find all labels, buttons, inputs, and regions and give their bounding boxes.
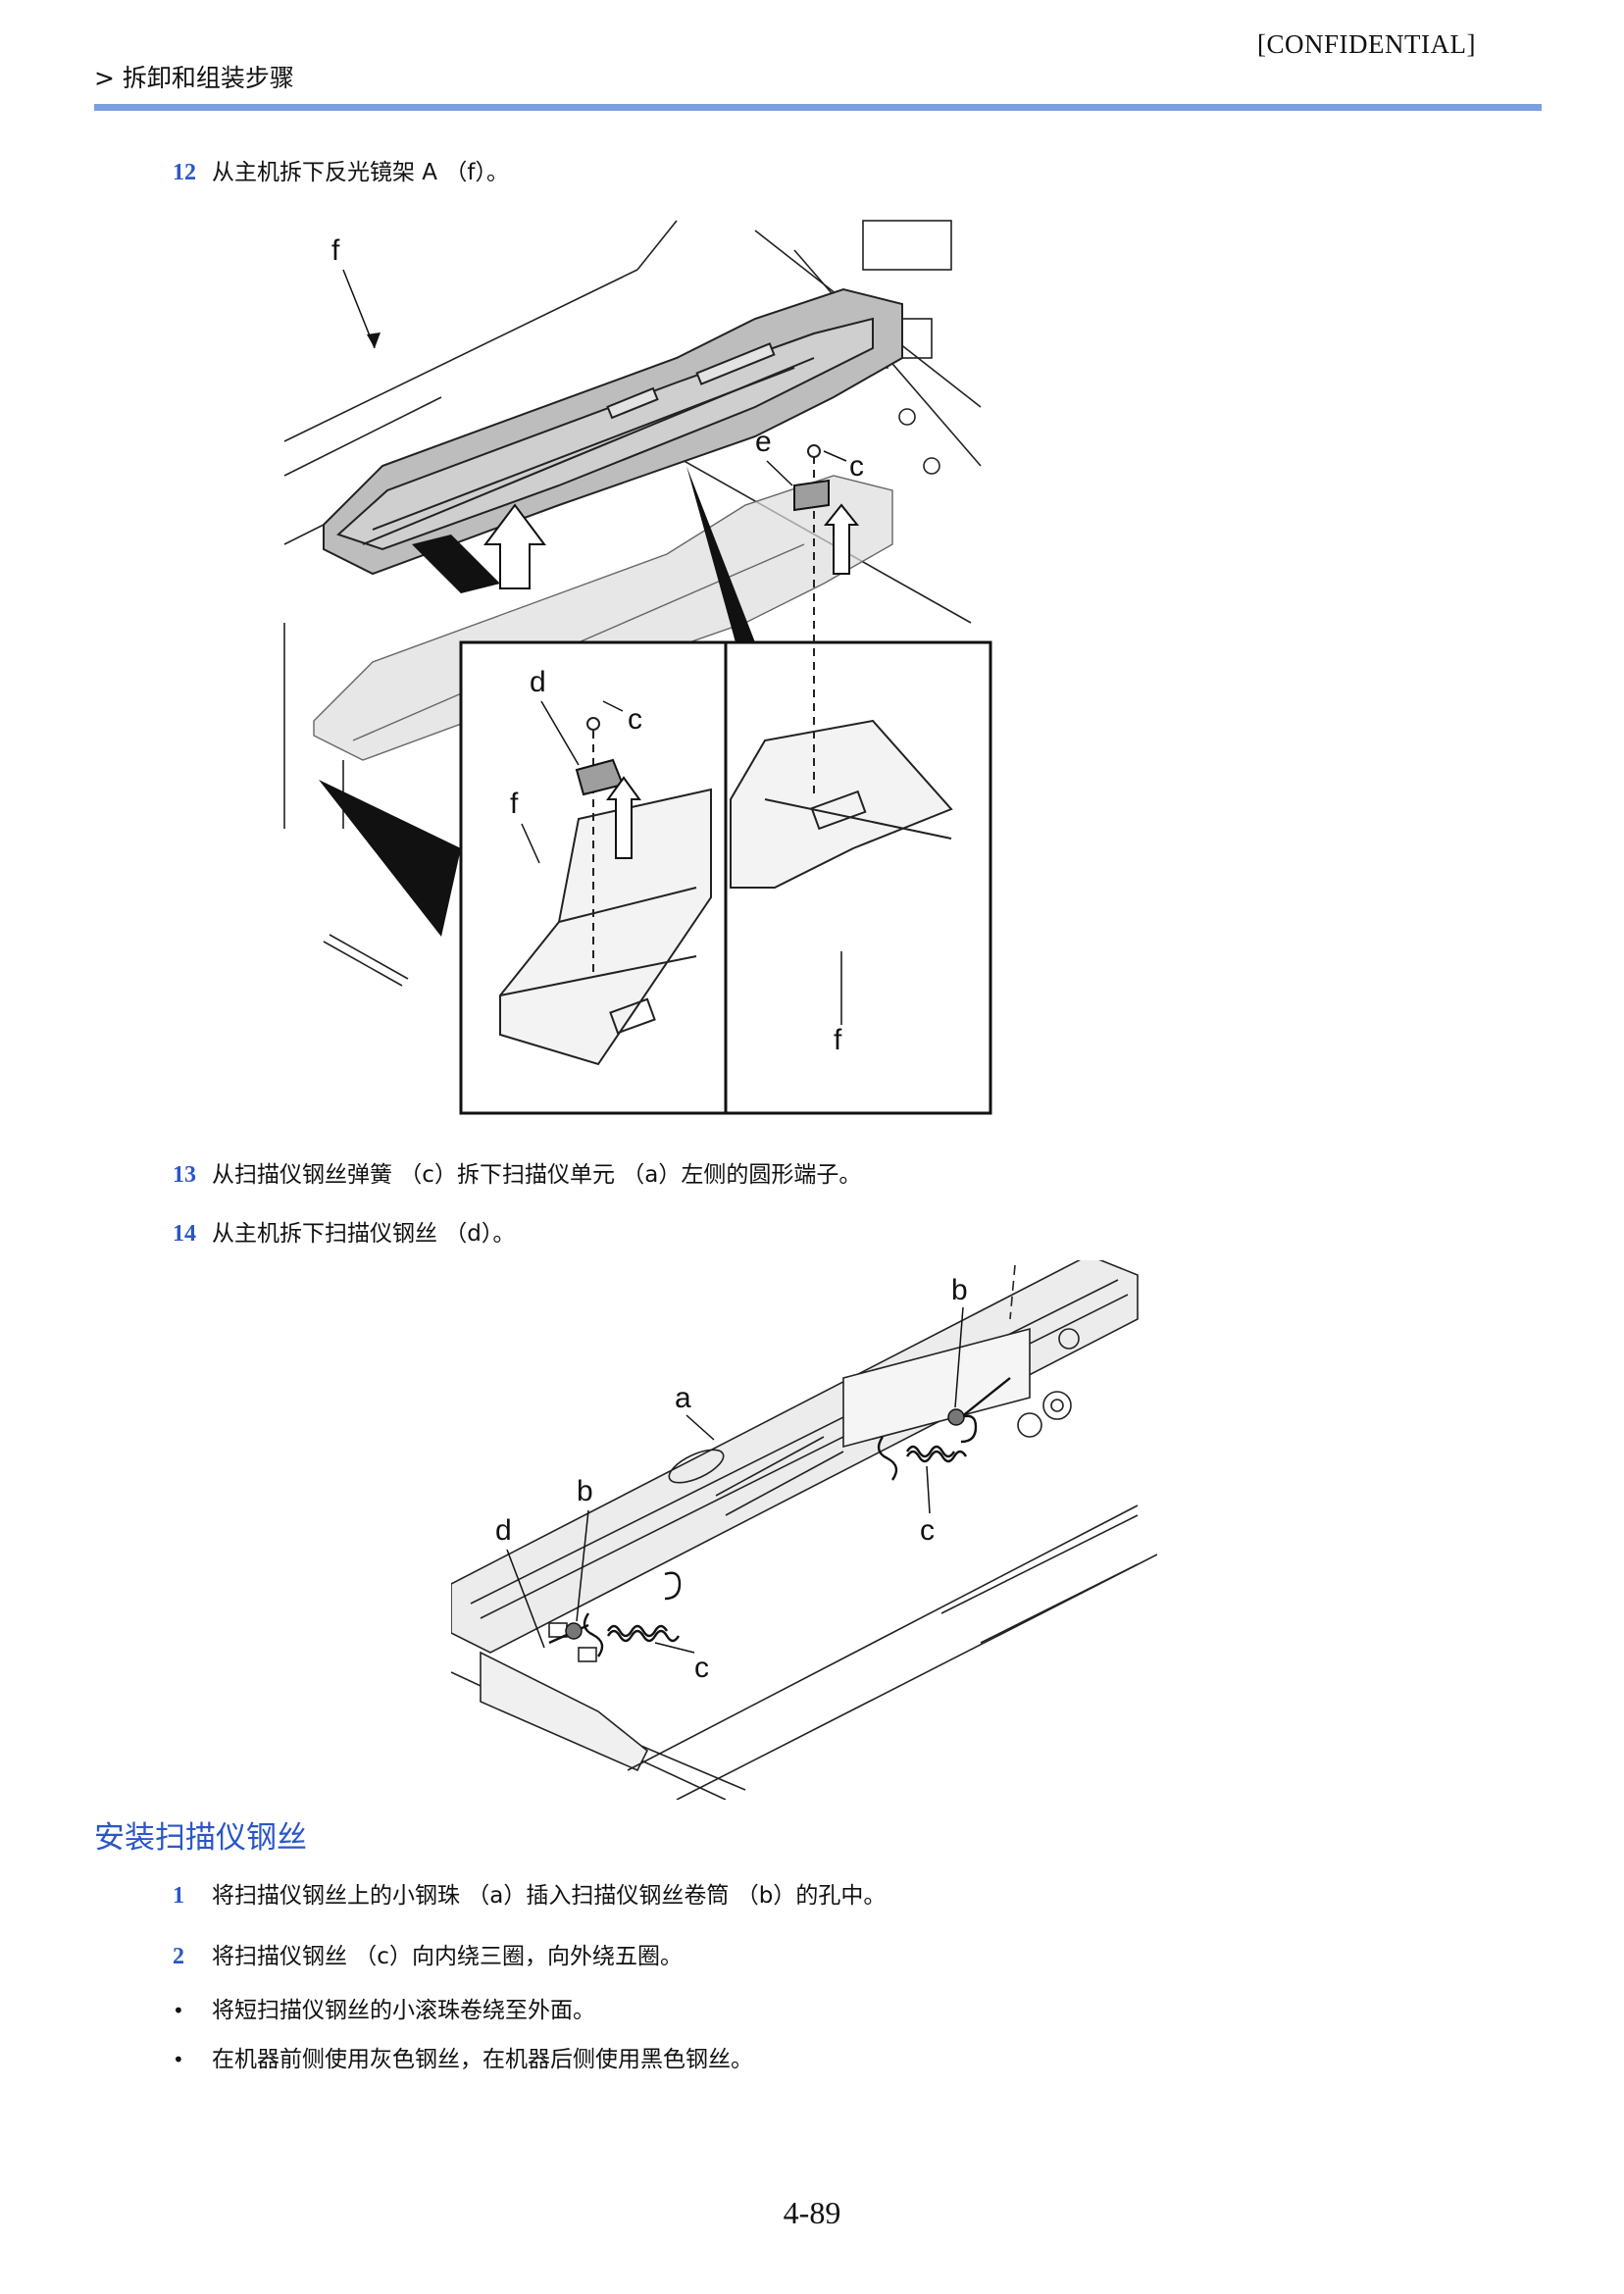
header-rule [94, 104, 1542, 111]
callout-d: d [495, 1514, 512, 1547]
bullet-item: • 在机器前侧使用灰色钢丝，在机器后侧使用黑色钢丝。 [173, 2040, 753, 2073]
step-text: 从主机拆下扫描仪钢丝 （d）。 [212, 1221, 516, 1247]
callout-b-mid: b [577, 1475, 593, 1507]
step-number: 13 [173, 1162, 196, 1188]
step-number: 2 [173, 1944, 184, 1969]
step-text: 将扫描仪钢丝上的小钢珠 （a）插入扫描仪钢丝卷筒 （b）的孔中。 [212, 1883, 887, 1909]
callout-c-left: c [628, 703, 642, 736]
figure-reflector-holder: f d c f e c f [283, 220, 992, 1115]
figure-scanner-wire: b a b d c c [451, 1260, 1157, 1800]
step-14: 14 从主机拆下扫描仪钢丝 （d）。 [173, 1214, 515, 1248]
confidential-label: [CONFIDENTIAL] [1257, 29, 1476, 59]
bullet-text: 将短扫描仪钢丝的小滚珠卷绕至外面。 [212, 1998, 595, 2023]
callout-f: f [331, 234, 340, 267]
step-text: 从扫描仪钢丝弹簧 （c）拆下扫描仪单元 （a）左侧的圆形端子。 [212, 1162, 862, 1188]
section-title: 安装扫描仪钢丝 [94, 1820, 307, 1856]
callout-d: d [530, 666, 546, 698]
bullet-item: • 将短扫描仪钢丝的小滚珠卷绕至外面。 [173, 1991, 595, 2024]
step-text: 从主机拆下反光镜架 A （f）。 [212, 160, 509, 185]
callout-b-top: b [951, 1274, 968, 1306]
step-number: 12 [173, 160, 196, 185]
callout-e: e [755, 426, 772, 458]
install-step-1: 1 将扫描仪钢丝上的小钢珠 （a）插入扫描仪钢丝卷筒 （b）的孔中。 [173, 1876, 886, 1910]
callout-f-right: f [834, 1024, 842, 1056]
breadcrumb[interactable]: > 拆卸和组装步骤 [94, 64, 294, 92]
callout-f-left: f [510, 788, 519, 820]
step-number: 14 [173, 1221, 196, 1247]
bullet-symbol: • [173, 1999, 184, 2022]
bullet-text: 在机器前侧使用灰色钢丝，在机器后侧使用黑色钢丝。 [212, 2047, 753, 2072]
step-text: 将扫描仪钢丝 （c）向内绕三圈，向外绕五圈。 [212, 1944, 683, 1969]
callout-a: a [675, 1382, 691, 1414]
step-13: 13 从扫描仪钢丝弹簧 （c）拆下扫描仪单元 （a）左侧的圆形端子。 [173, 1155, 861, 1189]
callout-c-right: c [849, 450, 864, 483]
bullet-symbol: • [173, 2048, 184, 2071]
step-number: 1 [173, 1883, 184, 1909]
callout-c-bottom: c [694, 1652, 709, 1684]
install-step-2: 2 将扫描仪钢丝 （c）向内绕三圈，向外绕五圈。 [173, 1937, 683, 1970]
step-12: 12 从主机拆下反光镜架 A （f）。 [173, 153, 509, 186]
page-number: 4-89 [783, 2195, 841, 2230]
callout-c-right: c [920, 1514, 935, 1547]
